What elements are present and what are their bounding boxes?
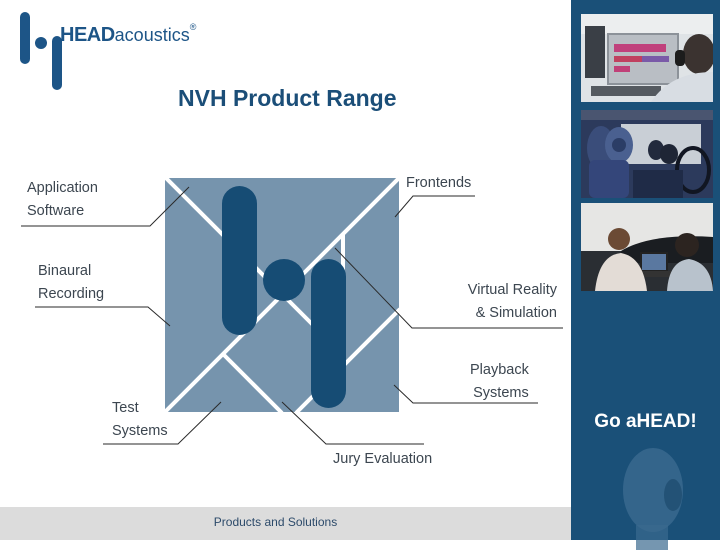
- logo-brand-light: acoustics: [114, 25, 190, 45]
- diagram-square: [165, 178, 399, 412]
- sidebar-panel: Go aHEAD!: [571, 0, 720, 550]
- label-virtual-reality-simulation: Virtual Reality & Simulation: [468, 279, 557, 325]
- label-playback-systems: Playback Systems: [470, 359, 529, 405]
- diagram-bar-right: [311, 259, 346, 408]
- slogan-text: Go aHEAD!: [594, 411, 697, 432]
- label-frontends: Frontends: [406, 175, 472, 191]
- label-line: Systems: [473, 385, 529, 401]
- label-line: Software: [27, 203, 85, 219]
- photo-engineers-laptop: [581, 203, 713, 291]
- label-binaural-recording: Binaural Recording: [38, 260, 104, 306]
- label-application-software: Application Software: [27, 177, 98, 223]
- logo-brand-bold: HEAD: [60, 24, 115, 46]
- diagram-bar-left: [222, 186, 257, 335]
- photo-artificial-head-car: [581, 110, 713, 198]
- label-line: Systems: [112, 423, 168, 439]
- label-line: Application: [27, 180, 98, 196]
- label-line: Binaural: [38, 263, 92, 279]
- slide-main: HEADacoustics® NVH Product Range: [0, 10, 571, 540]
- label-line: Recording: [38, 286, 105, 302]
- label-jury-evaluation: Jury Evaluation: [333, 451, 433, 467]
- footer-text: Products and Solutions: [213, 515, 338, 529]
- diagram-dot: [263, 259, 305, 301]
- slide-title: NVH Product Range: [178, 85, 397, 111]
- label-line: & Simulation: [475, 305, 557, 321]
- artificial-head-icon: [623, 448, 683, 550]
- label-line: Test: [112, 400, 139, 416]
- photo-engineer-headphones: [581, 14, 713, 102]
- slide-footer: Products and Solutions: [0, 507, 571, 540]
- logo-mark-icon: [20, 12, 62, 90]
- registered-mark: ®: [189, 22, 197, 32]
- label-line: Playback: [470, 362, 529, 378]
- head-acoustics-logo: HEADacoustics®: [18, 10, 196, 92]
- label-test-systems: Test Systems: [112, 397, 168, 443]
- logo-wordmark: HEADacoustics®: [60, 22, 197, 47]
- label-line: Virtual Reality: [467, 282, 557, 298]
